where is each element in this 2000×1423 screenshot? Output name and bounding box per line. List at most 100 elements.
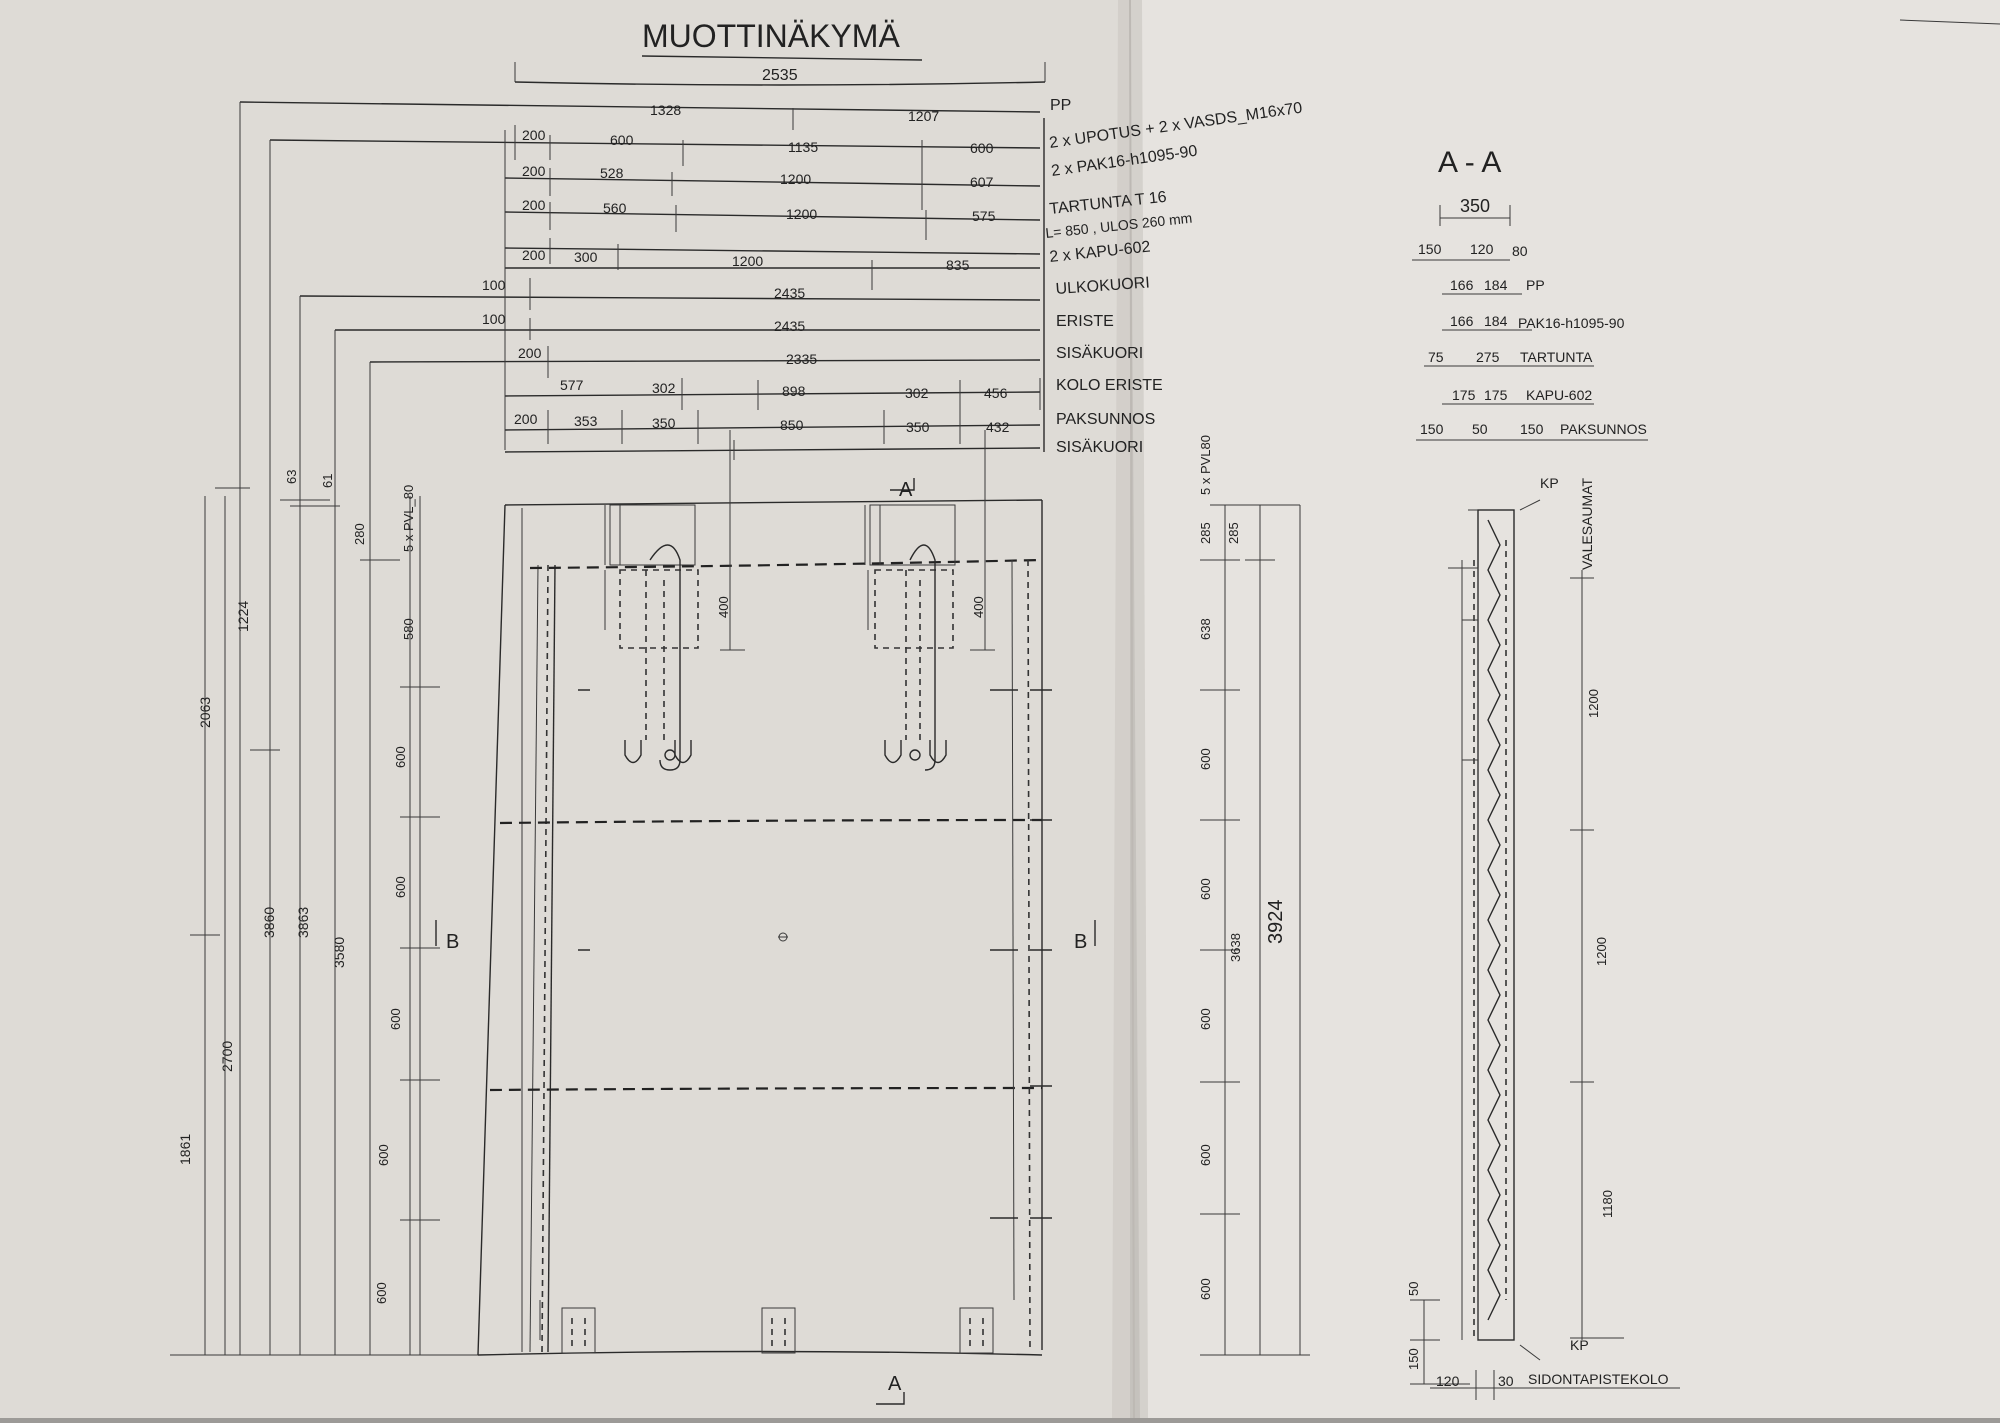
row-dim: 432 bbox=[986, 419, 1010, 435]
left-small-dim: 5 x PVL_80 bbox=[401, 485, 416, 552]
left-small-dim: 61 bbox=[320, 474, 335, 488]
section-dim: 175 bbox=[1452, 387, 1476, 403]
section-dim: 150 bbox=[1420, 421, 1444, 437]
section-dim: 80 bbox=[1512, 243, 1528, 259]
row-label-paksunnos: PAKSUNNOS bbox=[1056, 411, 1155, 428]
left-small-dim: 600 bbox=[388, 1008, 403, 1030]
right-dim: 600 bbox=[1198, 1144, 1213, 1166]
row-label-ulkokuori: ULKOKUORI bbox=[1055, 274, 1150, 298]
section-right-dim: 1200 bbox=[1594, 937, 1609, 966]
section-dim: 175 bbox=[1484, 387, 1508, 403]
kp-label-bottom: KP bbox=[1570, 1337, 1589, 1353]
section-label-tartunta: TARTUNTA bbox=[1520, 349, 1593, 365]
right-dim: 600 bbox=[1198, 748, 1213, 770]
row-dim: 100 bbox=[482, 311, 506, 327]
row-label-sisakuori-2: SISÄKUORI bbox=[1056, 438, 1143, 456]
left-small-dim: 63 bbox=[284, 470, 299, 484]
section-dim: 166 bbox=[1450, 313, 1474, 329]
row-dim: 1200 bbox=[786, 206, 817, 222]
right-dim: 600 bbox=[1198, 878, 1213, 900]
row-label-kolo-eriste: KOLO ERISTE bbox=[1056, 377, 1163, 394]
right-dim: 5 x PVL80 bbox=[1198, 435, 1213, 495]
row-dim: 835 bbox=[946, 257, 970, 273]
row-dim: 577 bbox=[560, 377, 584, 393]
left-dim: 2700 bbox=[219, 1041, 235, 1072]
right-dim: 285 bbox=[1198, 522, 1213, 544]
left-dim: 3580 bbox=[331, 937, 347, 968]
section-label-paksunnos: PAKSUNNOS bbox=[1560, 421, 1647, 437]
row-dim: 200 bbox=[522, 197, 546, 213]
drawing-title: MUOTTINÄKYMÄ bbox=[642, 18, 900, 54]
section-dim: 150 bbox=[1418, 241, 1442, 257]
section-right-label: VALESAUMAT bbox=[1579, 477, 1595, 570]
left-dimension-lines bbox=[170, 102, 480, 1356]
section-label-pak16: PAK16-h1095-90 bbox=[1518, 315, 1625, 331]
row-dim: 200 bbox=[514, 411, 538, 427]
section-label-pp: PP bbox=[1526, 277, 1545, 293]
left-small-dim: 600 bbox=[393, 746, 408, 768]
right-dim-total: 3924 bbox=[1265, 900, 1287, 945]
left-small-dim: 280 bbox=[352, 523, 367, 545]
section-dimension-lines bbox=[1412, 205, 1648, 441]
section-dim: 150 bbox=[1520, 421, 1544, 437]
row-dim: 302 bbox=[905, 385, 929, 401]
left-small-dim: 600 bbox=[376, 1144, 391, 1166]
section-total: 350 bbox=[1460, 196, 1490, 216]
section-dim: 166 bbox=[1450, 277, 1474, 293]
section-aa bbox=[1410, 499, 1680, 1400]
row-dim: 560 bbox=[603, 200, 627, 216]
right-dim: 285 bbox=[1226, 522, 1241, 544]
row-dim: 850 bbox=[780, 417, 804, 433]
overall-width: 2535 bbox=[762, 67, 798, 84]
row-dim: 100 bbox=[482, 277, 506, 293]
row-dim: 200 bbox=[518, 345, 542, 361]
section-dim: 120 bbox=[1470, 241, 1494, 257]
right-dim: 638 bbox=[1198, 618, 1213, 640]
section-right-dim: 1180 bbox=[1600, 1190, 1615, 1218]
left-small-dim: 600 bbox=[393, 876, 408, 898]
bottom-dim: 50 bbox=[1406, 1282, 1421, 1296]
row-dim: 300 bbox=[574, 249, 598, 265]
section-title: A - A bbox=[1438, 146, 1501, 179]
row-dim: 1200 bbox=[732, 253, 763, 269]
kp-label-top: KP bbox=[1540, 475, 1559, 491]
row-dim: 200 bbox=[522, 163, 546, 179]
hole-depth: 400 bbox=[971, 596, 986, 618]
row-dim: 350 bbox=[652, 415, 676, 431]
bottom-dim: 120 bbox=[1436, 1373, 1460, 1389]
section-mark-a-bottom: A bbox=[888, 1373, 902, 1395]
right-dim: 600 bbox=[1198, 1278, 1213, 1300]
section-dim: 75 bbox=[1428, 349, 1444, 365]
row-label-pp: PP bbox=[1050, 97, 1071, 114]
row-dim: 200 bbox=[522, 127, 546, 143]
left-dim: 3863 bbox=[295, 907, 311, 938]
row-dim: 600 bbox=[610, 132, 634, 148]
bottom-dim: 30 bbox=[1498, 1373, 1514, 1389]
row-dim: 2435 bbox=[774, 318, 805, 334]
row-dim: 302 bbox=[652, 380, 676, 396]
section-right-dim: 1200 bbox=[1586, 689, 1601, 718]
row-dim: 1207 bbox=[908, 108, 939, 124]
row-dim: 607 bbox=[970, 174, 994, 190]
section-mark-b-left: B bbox=[446, 931, 459, 953]
row-dim: 353 bbox=[574, 413, 598, 429]
row-dim: 898 bbox=[782, 383, 806, 399]
left-dim: 1861 bbox=[177, 1134, 193, 1165]
row-label-eriste: ERISTE bbox=[1056, 313, 1114, 330]
hole-depth: 400 bbox=[716, 596, 731, 618]
left-dim: 2063 bbox=[197, 697, 213, 728]
left-dim: 1224 bbox=[235, 601, 251, 632]
right-dimension-lines bbox=[1200, 504, 1310, 1356]
left-small-dim: 600 bbox=[374, 1282, 389, 1304]
left-dim: 3860 bbox=[261, 907, 277, 938]
panel-elevation: 400 400 bbox=[477, 430, 1052, 1356]
section-mark-a-top: A bbox=[899, 479, 913, 501]
row-dim: 2335 bbox=[786, 351, 817, 367]
row-dim: 528 bbox=[600, 165, 624, 181]
right-dim: 3638 bbox=[1228, 933, 1243, 962]
row-dim: 1135 bbox=[788, 139, 818, 155]
section-dim: 275 bbox=[1476, 349, 1500, 365]
section-label-kapu: KAPU-602 bbox=[1526, 387, 1592, 403]
row-dim: 575 bbox=[972, 208, 996, 224]
